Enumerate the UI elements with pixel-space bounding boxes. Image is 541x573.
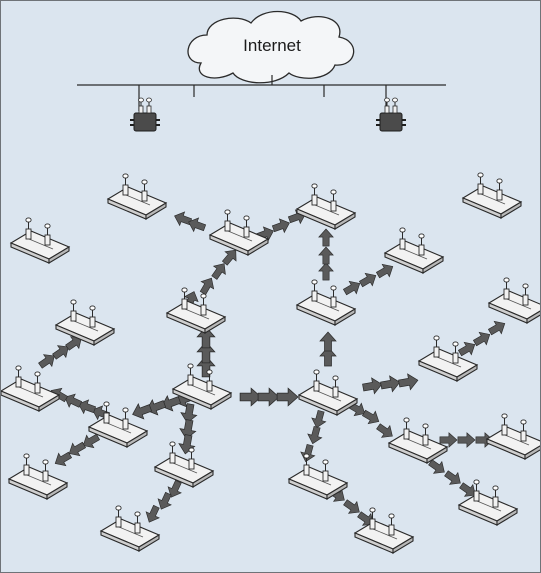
- flow-arrow: [342, 280, 361, 296]
- mesh-node-icon: [418, 335, 478, 382]
- flow-arrow: [311, 409, 327, 429]
- flow-arrow: [439, 432, 458, 448]
- mesh-node-icon: [384, 227, 444, 274]
- flow-arrow: [362, 377, 383, 395]
- mesh-node-icon: [298, 369, 358, 416]
- mesh-node-icon: [462, 172, 522, 219]
- flow-arrow: [188, 217, 207, 233]
- flow-arrow: [196, 326, 216, 349]
- internet-label: Internet: [243, 36, 301, 55]
- flow-arrow: [487, 320, 506, 336]
- flow-arrow: [167, 479, 182, 498]
- flow-arrow: [380, 375, 401, 393]
- flow-arrow: [64, 393, 83, 408]
- mesh-node-icon: [55, 299, 115, 346]
- flow-arrow: [199, 277, 215, 296]
- flow-arrow: [161, 394, 182, 412]
- flow-arrow: [376, 423, 393, 438]
- flow-arrow: [300, 443, 316, 463]
- mesh-node-icon: [388, 417, 448, 464]
- mesh-node-icon: [296, 279, 356, 326]
- flow-arrow: [318, 246, 334, 265]
- mesh-node-icon: [10, 217, 70, 264]
- internet-cloud: Internet: [187, 10, 355, 84]
- flow-arrow: [132, 402, 153, 420]
- mesh-node-icon: [296, 183, 356, 230]
- flow-arrow: [457, 432, 476, 448]
- flow-arrow: [221, 249, 237, 266]
- flow-arrow: [428, 459, 445, 474]
- mesh-node-icon: [1, 365, 60, 412]
- flow-arrow: [472, 331, 491, 347]
- flow-arrow: [358, 272, 377, 288]
- flow-arrow: [145, 504, 160, 523]
- flow-arrow: [343, 499, 360, 514]
- flow-arrow: [361, 409, 380, 425]
- flow-arrow: [52, 345, 69, 360]
- flow-arrow: [38, 354, 55, 369]
- mesh-node-icon: [166, 287, 226, 334]
- flow-arrow: [375, 263, 394, 279]
- flow-arrow: [319, 331, 337, 352]
- mesh-node-icon: [107, 173, 167, 220]
- flow-arrow: [211, 263, 226, 280]
- flow-arrow: [54, 451, 73, 467]
- flow-arrow: [180, 403, 198, 424]
- flow-arrow: [157, 491, 172, 510]
- flow-arrow: [398, 373, 419, 391]
- flow-arrow: [318, 228, 334, 247]
- flow-arrow: [318, 262, 334, 281]
- flow-arrow: [68, 441, 87, 457]
- flow-arrow: [271, 218, 290, 234]
- flow-arrow: [65, 336, 82, 351]
- gateway-left-icon: [129, 97, 161, 132]
- flow-arrow: [307, 425, 323, 445]
- mesh-node-icon: [488, 277, 540, 324]
- flow-arrow: [196, 341, 216, 364]
- mesh-node-icon: [486, 413, 540, 460]
- arrow-layer: [38, 209, 506, 526]
- flow-arrow: [276, 387, 299, 407]
- flow-arrow: [82, 433, 101, 449]
- flow-arrow: [444, 470, 461, 485]
- flow-arrow: [174, 211, 193, 227]
- gateway-right-icon: [375, 97, 407, 132]
- flow-arrow: [239, 387, 262, 407]
- flow-arrow: [78, 399, 97, 415]
- flow-arrow: [319, 346, 337, 367]
- flow-arrow: [459, 482, 476, 497]
- flow-arrow: [457, 341, 476, 357]
- mesh-node-icon: [288, 453, 348, 500]
- flow-arrow: [179, 419, 197, 440]
- flow-arrow: [257, 387, 280, 407]
